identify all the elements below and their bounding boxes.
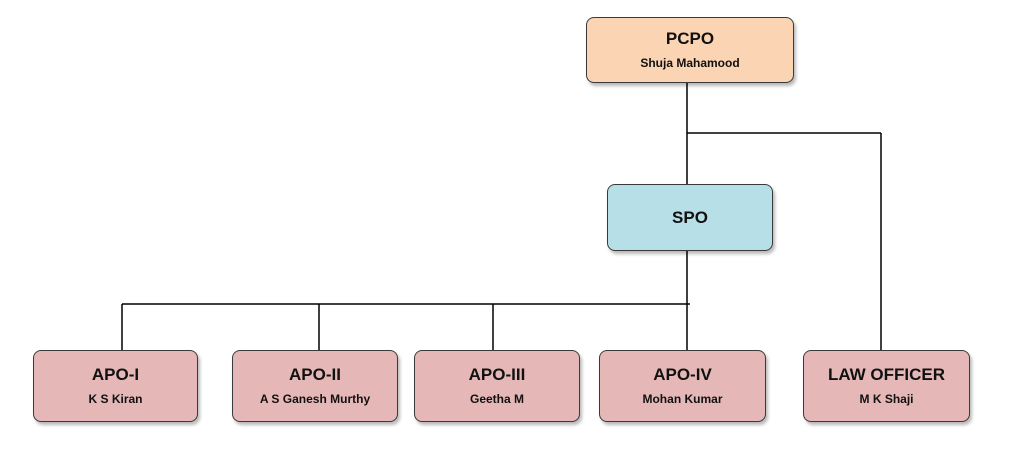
node-person: K S Kiran (88, 392, 143, 406)
node-title: LAW OFFICER (827, 365, 946, 384)
node-title: APO-III (468, 365, 526, 384)
node-law-officer: LAW OFFICER M K Shaji (803, 350, 970, 422)
node-person: A S Ganesh Murthy (259, 392, 371, 406)
node-person: Mohan Kumar (642, 392, 723, 406)
node-apo-2: APO-II A S Ganesh Murthy (232, 350, 398, 422)
node-apo-1: APO-I K S Kiran (33, 350, 198, 422)
node-apo-3: APO-III Geetha M (414, 350, 580, 422)
node-title: APO-II (289, 365, 341, 384)
node-title: APO-I (91, 365, 140, 384)
node-person: Geetha M (469, 392, 524, 406)
node-title: PCPO (665, 29, 715, 48)
node-person: M K Shaji (859, 392, 914, 406)
node-spo: SPO (607, 184, 773, 251)
node-person: Shuja Mahamood (640, 56, 740, 70)
node-apo-4: APO-IV Mohan Kumar (599, 350, 766, 422)
node-pcpo: PCPO Shuja Mahamood (586, 17, 794, 83)
node-title: APO-IV (653, 365, 712, 384)
node-title: SPO (672, 207, 708, 227)
